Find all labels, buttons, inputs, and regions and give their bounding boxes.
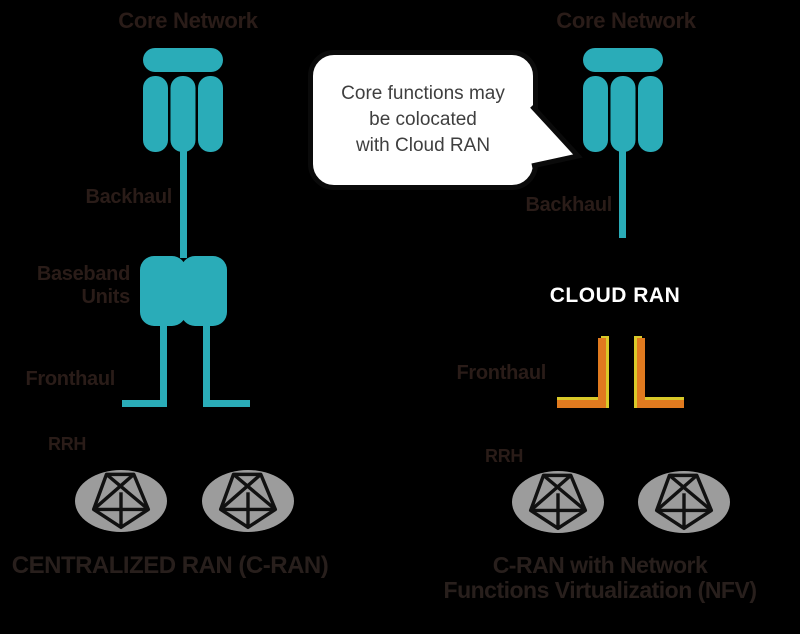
cloud-ran-label: CLOUD RAN	[549, 284, 681, 307]
left-backhaul-label: Backhaul	[85, 186, 172, 208]
baseband-units-icon	[140, 256, 227, 326]
core-network-server-stack-icon	[583, 48, 663, 152]
left-remote-radio-head-2	[202, 470, 294, 532]
left-fronthaul-label: Fronthaul	[25, 368, 115, 390]
right-rrh-label: RRH	[485, 446, 524, 466]
left-diagram-caption: CENTRALIZED RAN (C-RAN)	[11, 552, 329, 579]
left-core-network-title: Core Network	[118, 8, 258, 33]
right-backhaul-label: Backhaul	[525, 194, 612, 216]
right-fronthaul-line-1	[598, 338, 606, 408]
speech-bubble-tail-icon	[530, 104, 583, 169]
right-fronthaul-line-2	[637, 338, 645, 408]
speech-bubble-line1: Core functions may	[341, 83, 505, 104]
cell-tower-icon	[218, 472, 278, 529]
right-remote-radio-head-2	[638, 471, 730, 533]
right-core-network-title: Core Network	[556, 8, 696, 33]
left-backhaul-line	[180, 148, 187, 258]
baseband-units-label: Baseband Units	[36, 263, 130, 308]
left-fronthaul-line-1-foot	[122, 400, 167, 407]
cell-tower-icon	[528, 473, 588, 530]
right-backhaul-line	[619, 146, 626, 238]
left-fronthaul-line-2	[203, 322, 210, 407]
right-fronthaul-line-2-foot	[637, 400, 684, 408]
left-rrh-label: RRH	[48, 434, 87, 454]
cell-tower-icon	[91, 472, 151, 529]
speech-bubble: Core functions may be colocated with Clo…	[308, 50, 538, 190]
core-network-server-stack-icon	[143, 48, 223, 152]
speech-bubble-line3: with Cloud RAN	[355, 135, 491, 156]
left-fronthaul-line-1	[160, 322, 167, 407]
speech-bubble-line2: be colocated	[369, 109, 477, 130]
left-fronthaul-line-2-foot	[203, 400, 250, 407]
cell-tower-icon	[654, 473, 714, 530]
right-fronthaul-line-1-foot	[557, 400, 606, 408]
right-remote-radio-head-1	[512, 471, 604, 533]
right-fronthaul-label: Fronthaul	[456, 362, 546, 384]
left-remote-radio-head-1	[75, 470, 167, 532]
right-diagram-caption: C-RAN with Network Functions Virtualizat…	[420, 553, 780, 603]
right-caption-line2: Functions Virtualization (NFV)	[443, 577, 757, 603]
right-caption-line1: C-RAN with Network	[492, 552, 708, 578]
